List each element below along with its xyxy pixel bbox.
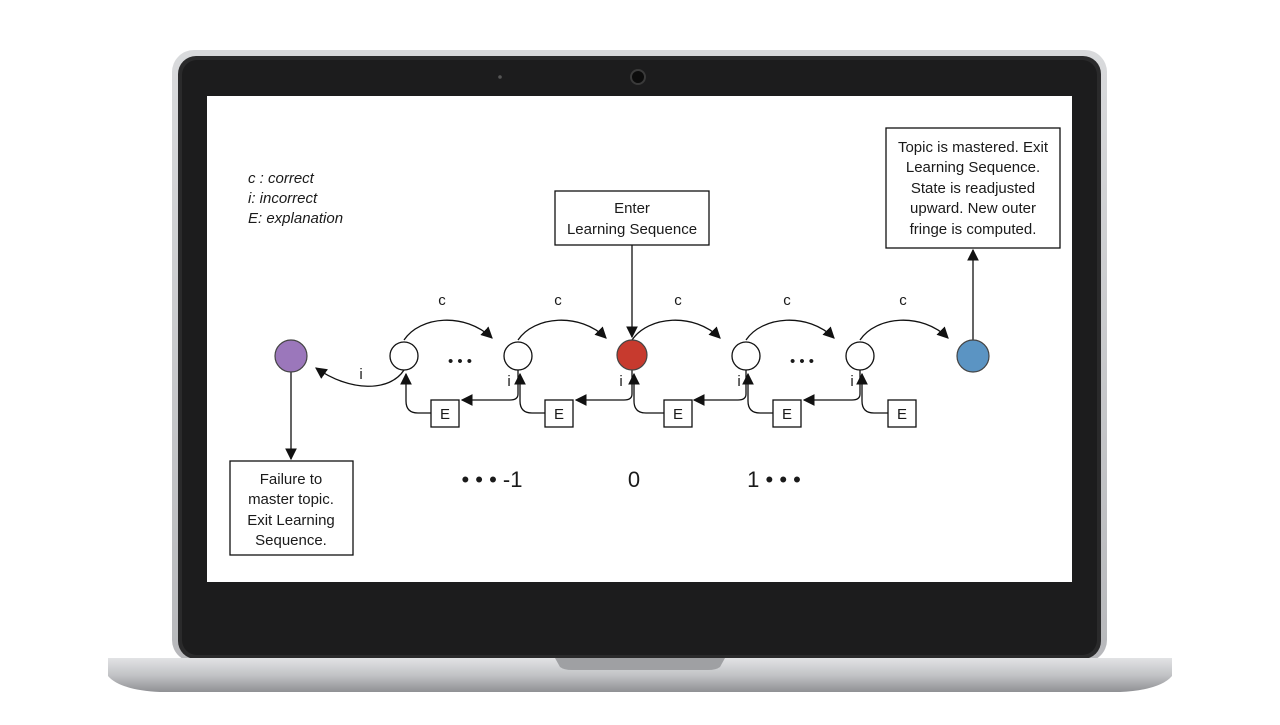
explanation-label-5: E [897, 406, 907, 423]
incorrect-arc-2 [460, 370, 519, 406]
incorrect-label-fail: i [359, 366, 362, 383]
state-node-3 [731, 341, 761, 371]
failure-node [274, 339, 308, 373]
incorrect-arc-5 [802, 370, 861, 406]
mastered-box-line1: Topic is mastered. Exit [898, 139, 1049, 156]
correct-arc-5 [859, 319, 949, 341]
explanation-box-4 [772, 399, 802, 428]
failure-box: Failure to master topic. Exit Learning S… [229, 460, 354, 556]
legend-explanation: E: explanation [248, 210, 343, 227]
legend: c : correct i: incorrect E: explanation [248, 170, 343, 227]
incorrect-arc-4 [692, 370, 747, 406]
explanation-label-3: E [673, 406, 683, 423]
mastered-box-line4: upward. New outer [910, 200, 1036, 217]
enter-box-line1: Enter [614, 200, 650, 217]
correct-label-1: c [438, 292, 446, 309]
camera-icon [630, 69, 646, 85]
incorrect-label-4: i [737, 373, 740, 390]
start-node [616, 339, 648, 371]
correct-label-3: c [674, 292, 682, 309]
correct-label-5: c [899, 292, 907, 309]
incorrect-label-5: i [850, 373, 853, 390]
laptop-notch [555, 658, 725, 670]
state-node-2 [503, 341, 533, 371]
state-node-4 [845, 341, 875, 371]
explanation-label-4: E [782, 406, 792, 423]
mastered-node [956, 339, 990, 373]
explanation-box-2 [544, 399, 574, 428]
correct-arc-3 [631, 319, 721, 341]
correct-arc-2 [517, 319, 607, 341]
explanation-return-4 [742, 372, 773, 414]
explanation-return-5 [856, 372, 888, 414]
enter-box: Enter Learning Sequence [554, 190, 710, 246]
explanation-box-3 [663, 399, 693, 428]
enter-box-line2: Learning Sequence [567, 221, 697, 238]
mastered-box-line3: State is readjusted [911, 180, 1035, 197]
state-node-1 [389, 341, 419, 371]
correct-label-2: c [554, 292, 562, 309]
camera-sensor-icon [498, 75, 502, 79]
position-right: 1 • • • [747, 467, 801, 492]
correct-arc-1 [403, 319, 493, 341]
position-center: 0 [628, 467, 640, 492]
mastered-box-line2: Learning Sequence. [906, 159, 1040, 176]
mastered-box-line5: fringe is computed. [910, 221, 1037, 238]
correct-arc-4 [745, 319, 835, 341]
explanation-label-1: E [440, 406, 450, 423]
ellipsis-left: • • • [448, 353, 472, 370]
failure-box-line4: Sequence. [255, 532, 327, 549]
correct-label-4: c [783, 292, 791, 309]
incorrect-arc-3 [574, 370, 633, 406]
failure-box-line2: master topic. [248, 491, 334, 508]
mastered-box: Topic is mastered. Exit Learning Sequenc… [885, 127, 1061, 249]
failure-box-line1: Failure to [260, 471, 323, 488]
explanation-label-2: E [554, 406, 564, 423]
legend-correct: c : correct [248, 170, 315, 187]
explanation-box-1 [430, 399, 460, 428]
laptop-base [108, 658, 1172, 692]
diagram: c : correct i: incorrect E: explanation … [229, 127, 1061, 556]
position-left: • • • -1 [461, 467, 522, 492]
incorrect-label-3: i [619, 373, 622, 390]
incorrect-arc-fail [315, 367, 405, 387]
laptop [108, 50, 1172, 692]
incorrect-label-2: i [507, 373, 510, 390]
explanation-return-2 [514, 372, 545, 414]
legend-incorrect: i: incorrect [248, 190, 318, 207]
ellipsis-right: • • • [790, 353, 814, 370]
explanation-return-1 [400, 372, 431, 414]
explanation-box-5 [887, 399, 917, 428]
explanation-return-3 [628, 372, 664, 414]
failure-box-line3: Exit Learning [247, 512, 335, 529]
